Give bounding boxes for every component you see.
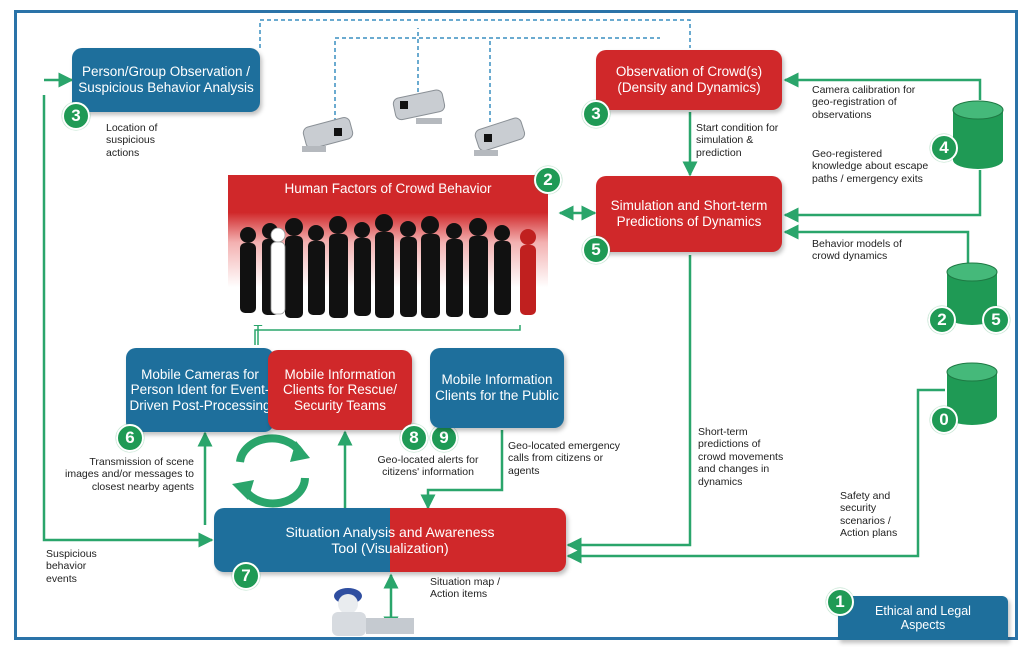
step-number-badge: 8: [400, 424, 428, 452]
step-number-badge: 0: [930, 406, 958, 434]
mobile-public-label: Mobile Information Clients for the Publi…: [435, 372, 559, 403]
step-number: 5: [591, 240, 601, 259]
step-number-badge: 2: [534, 166, 562, 194]
situation-analysis-label: Situation Analysis and Awareness Tool (V…: [285, 523, 495, 556]
step-number: 1: [835, 592, 845, 611]
surveillance-camera-icon: [474, 117, 526, 156]
mobile-public-box: Mobile Information Clients for the Publi…: [430, 348, 564, 428]
person-group-observation-label: Person/Group Observation / Suspicious Be…: [78, 64, 254, 95]
mobile-cameras-box: Mobile Cameras for Person Ident for Even…: [126, 348, 274, 432]
geo-knowledge-annotation: Geo-registered knowledge about escape pa…: [812, 148, 929, 185]
step-number: 8: [409, 428, 419, 447]
step-number: 5: [991, 310, 1001, 329]
start-condition-annotation: Start condition for simulation & predict…: [696, 122, 779, 159]
cycle-arrows-icon: [232, 434, 310, 508]
step-number: 4: [939, 138, 949, 157]
crowd-silhouette-icon: [240, 214, 536, 318]
crowd-observation-label: Observation of Crowd(s) (Density and Dyn…: [615, 64, 763, 95]
step-number-badge: 4: [930, 134, 958, 162]
behavior-models-annotation: Behavior models of crowd dynamics: [812, 238, 902, 263]
step-number: 0: [939, 410, 949, 429]
human-factors-label: Human Factors of Crowd Behavior: [284, 181, 492, 196]
mobile-rescue-box: Mobile Information Clients for Rescue/ S…: [268, 350, 412, 430]
step-number: 3: [71, 106, 81, 125]
mobile-cameras-label: Mobile Cameras for Person Ident for Even…: [129, 366, 271, 413]
database-icon: [946, 362, 998, 425]
mobile-rescue-label: Mobile Information Clients for Rescue/ S…: [282, 366, 398, 413]
geo-alerts-annotation: Geo-located alerts for citizens' informa…: [377, 454, 479, 479]
ethical-legal-label: Ethical and Legal Aspects: [875, 603, 971, 632]
step-number: 9: [439, 428, 449, 447]
crowd-illustration: Human Factors of Crowd Behavior: [228, 175, 548, 325]
geo-calls-annotation: Geo-located emergency calls from citizen…: [508, 440, 621, 477]
step-number-badge: 1: [826, 588, 854, 616]
surveillance-camera-icon: [392, 89, 446, 124]
step-number: 2: [543, 170, 553, 189]
operator-figure-icon: [332, 588, 414, 636]
camera-links: [259, 19, 691, 122]
step-number: 6: [125, 428, 135, 447]
location-annotation: Location of suspicious actions: [106, 122, 158, 159]
step-number-badge: 9: [430, 424, 458, 452]
crowd-observation-box: Observation of Crowd(s) (Density and Dyn…: [596, 50, 782, 110]
step-number-badge: 5: [982, 306, 1010, 334]
transmission-annotation: Transmission of scene images and/or mess…: [65, 456, 194, 493]
person-group-observation-box: Person/Group Observation / Suspicious Be…: [72, 48, 260, 112]
short-term-annotation: Short-term predictions of crowd movement…: [698, 426, 784, 488]
step-number-badge: 3: [62, 102, 90, 130]
step-number-badge: 6: [116, 424, 144, 452]
safety-annotation: Safety and security scenarios / Action p…: [840, 490, 898, 540]
step-number: 2: [937, 310, 947, 329]
step-number-badge: 7: [232, 562, 260, 590]
ethical-legal-box: Ethical and Legal Aspects: [838, 596, 1008, 640]
surveillance-camera-icon: [302, 117, 354, 152]
step-number-badge: 5: [582, 236, 610, 264]
step-number-badge: 3: [582, 100, 610, 128]
situation-map-annotation: Situation map / Action items: [430, 576, 501, 601]
database-icon: [952, 100, 1004, 169]
step-number: 7: [241, 566, 251, 585]
camera-calibration-annotation: Camera calibration for geo-registration …: [812, 84, 916, 121]
simulation-label: Simulation and Short-term Predictions of…: [610, 198, 768, 229]
situation-analysis-box: Situation Analysis and Awareness Tool (V…: [214, 508, 566, 572]
suspicious-events-annotation: Suspicious behavior events: [46, 548, 97, 585]
step-number-badge: 2: [928, 306, 956, 334]
simulation-box: Simulation and Short-term Predictions of…: [596, 176, 782, 252]
step-number: 3: [591, 104, 601, 123]
